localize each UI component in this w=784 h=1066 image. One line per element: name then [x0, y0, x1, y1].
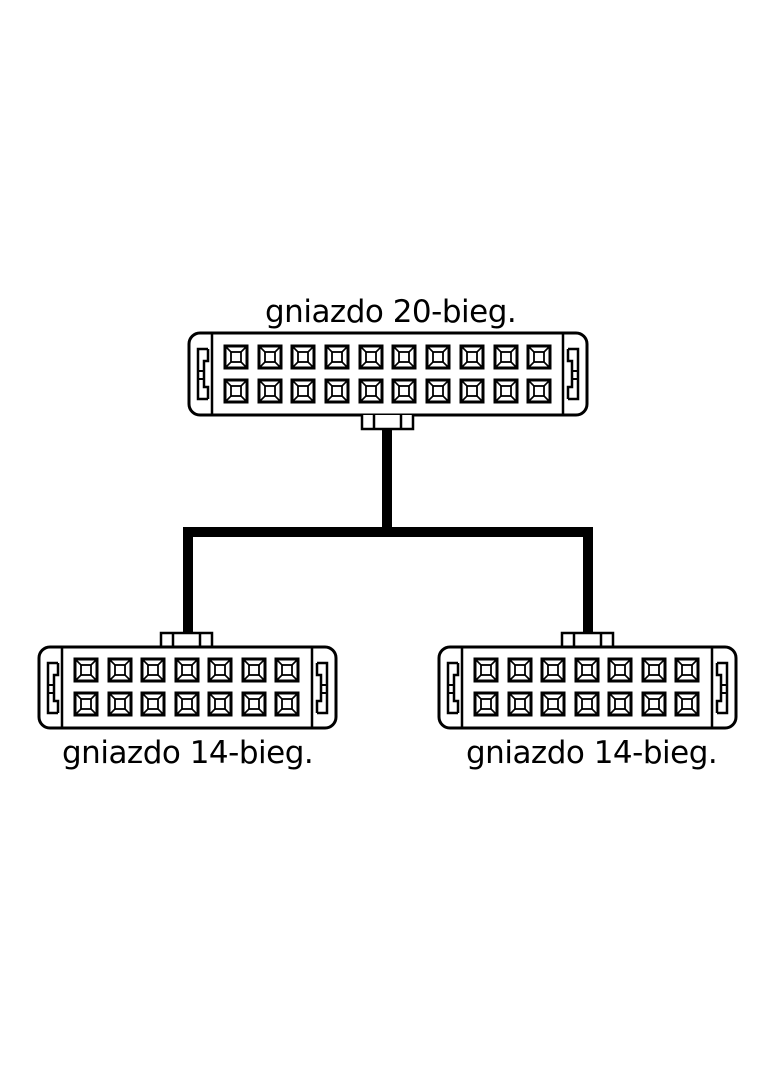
label-bottom-right-connector: gniazdo 14-bieg.	[466, 735, 718, 771]
label-top-connector: gniazdo 20-bieg.	[265, 294, 517, 330]
connector-14-pin-left	[37, 631, 338, 730]
cable	[183, 428, 593, 637]
label-bottom-left-connector: gniazdo 14-bieg.	[62, 735, 314, 771]
connector-14-pin-right	[437, 631, 738, 730]
connector-20-pin	[187, 331, 589, 431]
